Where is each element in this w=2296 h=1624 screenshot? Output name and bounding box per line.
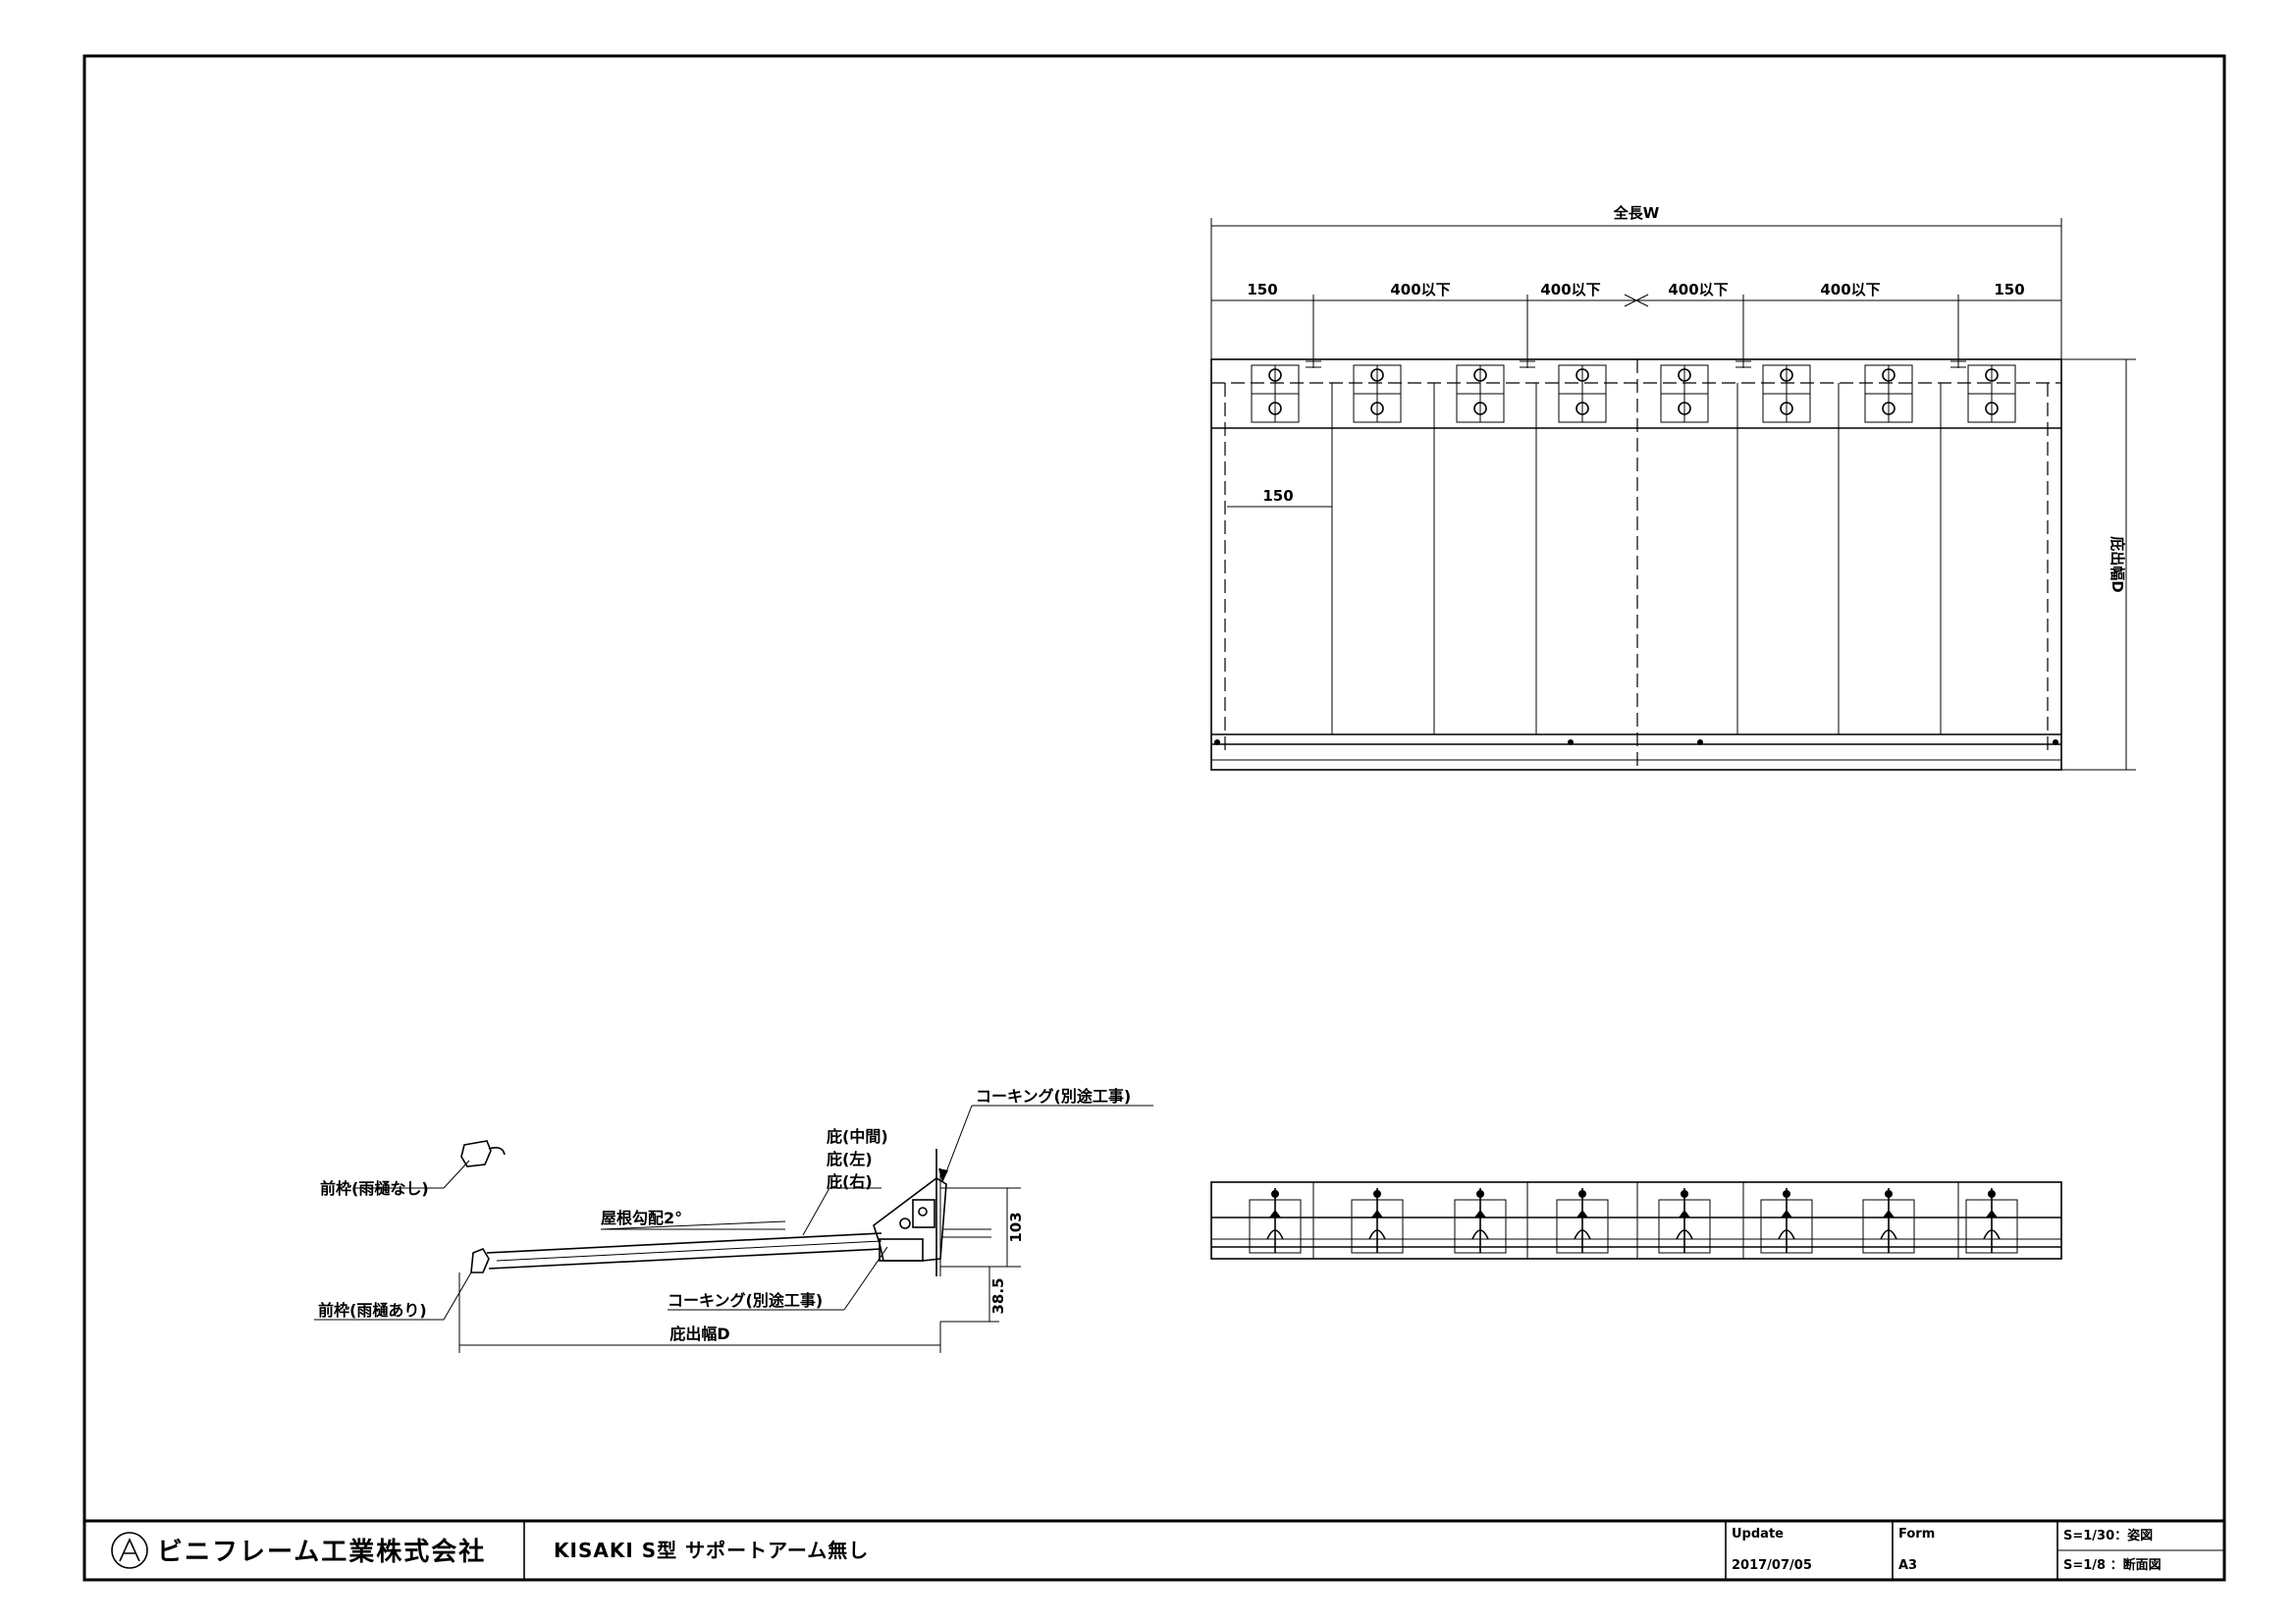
spacing-label-6: 150 [1994, 281, 2024, 298]
anchor-mark [1735, 360, 1751, 368]
elevation-bracket [1556, 1188, 1609, 1254]
depth-label-plan: 庇出幅D [2109, 536, 2126, 592]
scale-1: S=1/30：姿図 [2063, 1528, 2153, 1543]
bracket-plate [1762, 364, 1811, 423]
bracket-plate [1558, 364, 1607, 423]
label-caulking-bottom: コーキング(別途工事) [667, 1291, 823, 1310]
anchor-mark [1950, 360, 1966, 368]
anchor-mark [1306, 360, 1321, 368]
dim-38-5: 38.5 [989, 1277, 1007, 1314]
drawing-title: KISAKI S型 サポートアーム無し [554, 1539, 869, 1562]
back-bracket-shape [873, 1177, 947, 1262]
elevation-bracket [1454, 1188, 1507, 1254]
elevation-bracket [1965, 1188, 2018, 1254]
elevation-bracket [1249, 1188, 1302, 1254]
spacing-label-5: 400以下 [1820, 281, 1880, 298]
label-caulking-top: コーキング(別途工事) [976, 1087, 1131, 1106]
spacing-label-2: 400以下 [1390, 281, 1450, 298]
update-label: Update [1732, 1527, 1784, 1542]
bracket-plate [1251, 364, 1300, 423]
bracket-plate [1967, 364, 2016, 423]
label-section-depth: 庇出幅D [669, 1325, 729, 1343]
section-view: 前枠(雨樋なし) 屋根勾配2° 庇(中間) 庇(左) 庇(右) コーキング(別途… [314, 1087, 1153, 1353]
scale-2: S=1/8 ：断面図 [2063, 1557, 2162, 1573]
elevation-bracket [1658, 1188, 1711, 1254]
label-canopy-right: 庇(右) [827, 1172, 873, 1191]
elevation-bracket [1760, 1188, 1813, 1254]
bracket-plate [1660, 364, 1709, 423]
anchor-mark [1520, 360, 1535, 368]
plan-outline [1210, 358, 2062, 771]
label-canopy-middle: 庇(中間) [827, 1127, 888, 1146]
plan-view: 全長W 150 400以下 400以下 400以下 400以下 150 [1210, 204, 2136, 771]
bracket-plate [1456, 364, 1505, 423]
inner-dim-label: 150 [1262, 487, 1293, 505]
company-logo-icon [111, 1532, 148, 1569]
bracket-group [1251, 360, 2016, 423]
front-frame-gutter-shape [470, 1248, 490, 1273]
spacing-label-1: 150 [1247, 281, 1277, 298]
elevation-bracket [1862, 1188, 1915, 1254]
form-label: Form [1898, 1527, 1935, 1542]
elevation-bracket [1351, 1188, 1404, 1254]
total-width-label: 全長W [1613, 204, 1660, 222]
title-block: ビニフレーム工業株式会社 KISAKI S型 サポートアーム無し Update … [84, 1519, 2224, 1580]
elevation-bracket-group [1249, 1188, 2018, 1254]
label-roof-pitch: 屋根勾配2° [601, 1209, 682, 1227]
label-front-frame-no-gutter: 前枠(雨樋なし) [320, 1179, 429, 1198]
update-value: 2017/07/05 [1732, 1558, 1812, 1573]
spacing-label-4: 400以下 [1668, 281, 1728, 298]
front-frame-no-gutter-shape [460, 1140, 492, 1167]
elevation-outline [1210, 1181, 2062, 1260]
sheet-border [82, 54, 2226, 1582]
bracket-plate [1864, 364, 1913, 423]
form-value: A3 [1898, 1558, 1917, 1573]
dim-103: 103 [1007, 1212, 1025, 1242]
bracket-plate [1353, 364, 1402, 423]
label-front-frame-gutter: 前枠(雨樋あり) [318, 1301, 427, 1320]
front-elevation [1210, 1181, 2062, 1260]
label-canopy-left: 庇(左) [827, 1150, 873, 1168]
company-name: ビニフレーム工業株式会社 [157, 1537, 486, 1567]
spacing-label-3: 400以下 [1540, 281, 1600, 298]
canopy-top-line [486, 1232, 882, 1254]
